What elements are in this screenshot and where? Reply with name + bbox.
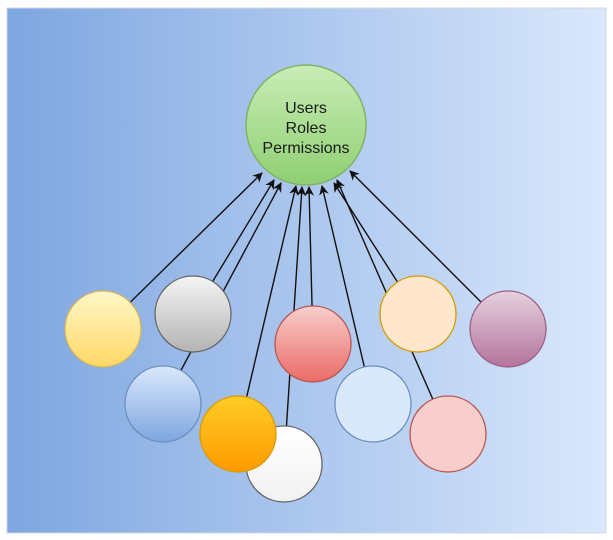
edge-orange-to-hub[interactable] <box>237 185 299 435</box>
hub-circle <box>245 64 367 186</box>
hub-label-roles: Roles <box>286 120 327 137</box>
node-purple[interactable] <box>469 290 547 368</box>
node-blue[interactable] <box>124 365 202 443</box>
node-peach[interactable] <box>379 275 457 353</box>
node-pink[interactable] <box>409 395 487 473</box>
node-gray[interactable] <box>154 275 232 353</box>
node-light-blue[interactable] <box>334 365 412 443</box>
hub-node[interactable]: Users Roles Permissions <box>245 64 367 186</box>
hub-label-users: Users <box>285 100 327 117</box>
node-red[interactable] <box>274 305 352 383</box>
nodes-layer <box>64 275 547 503</box>
hub-label-permissions: Permissions <box>262 140 349 157</box>
node-orange[interactable] <box>199 395 277 473</box>
node-yellow[interactable] <box>64 290 142 368</box>
